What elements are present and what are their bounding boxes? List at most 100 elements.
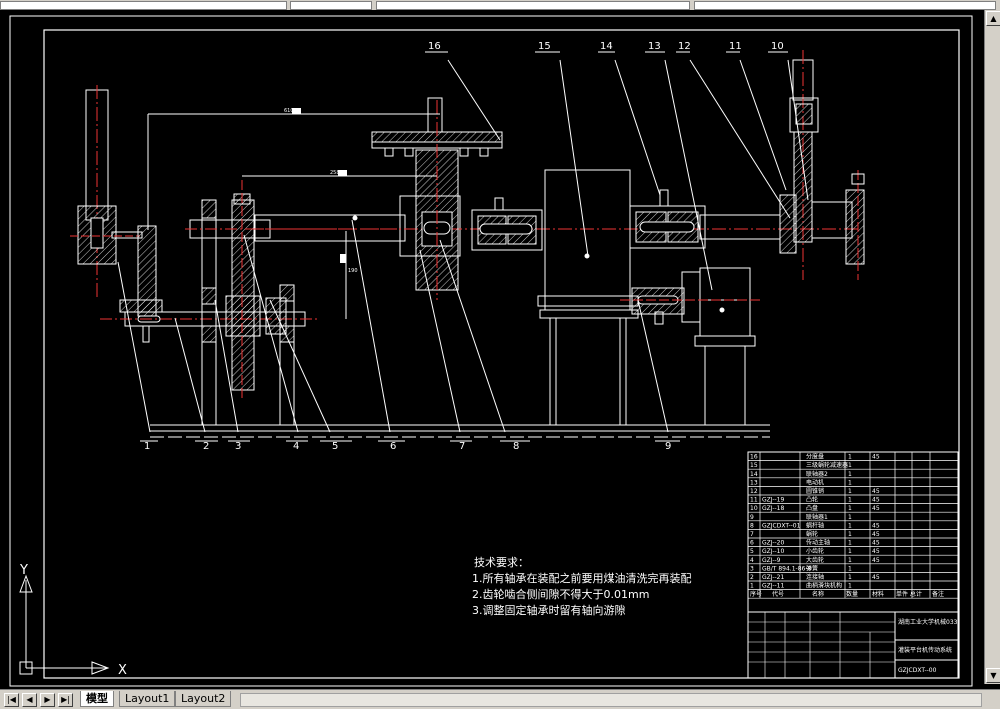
tab-model[interactable]: 模型 [80, 691, 114, 707]
callout-9: 9 [665, 441, 671, 452]
dimension-text: 258 [330, 170, 340, 176]
coupling-2 [629, 189, 781, 249]
dimension-190: 190 [340, 231, 358, 319]
bom-row-code: GZJCDXT--01 [762, 522, 801, 529]
cam-10-11 [779, 50, 865, 280]
bom-row-number: 7 [750, 531, 754, 538]
bom-row-code: GZJ--20 [762, 540, 784, 547]
bom-row-name: 小齿轮 [806, 547, 824, 555]
bom-row-qty: 1 [848, 583, 852, 590]
next-tab-icon[interactable]: ▶ [40, 693, 55, 707]
bom-row-qty: 1 [848, 574, 852, 581]
prev-tab-icon[interactable]: ◀ [22, 693, 37, 707]
bom-row-number: 3 [750, 565, 754, 572]
bom-row-material: 45 [872, 531, 880, 538]
bom-row-material: 45 [872, 505, 880, 512]
worm-wheel [371, 97, 503, 300]
bom-row-qty: 1 [848, 557, 852, 564]
bom-row-number: 2 [750, 574, 754, 581]
bom-header-code: 代号 [772, 590, 784, 598]
drawing-title: 灌装平台机传动系统 [898, 646, 952, 654]
callout-3: 3 [235, 441, 241, 452]
vertical-scrollbar[interactable]: ▲ ▼ [984, 10, 1000, 684]
callout-4: 4 [293, 441, 299, 452]
bom-row-name: 电动机 [806, 478, 824, 486]
callout-16: 16 [428, 41, 441, 52]
bom-header-qty: 数量 [846, 590, 858, 598]
crank-slider-part [70, 85, 163, 317]
bom-row-name: 弹簧 [806, 564, 818, 572]
bom-row-number: 8 [750, 522, 754, 529]
ucs-y-label: Y [19, 563, 28, 578]
toolbar-field[interactable] [694, 1, 996, 10]
callout-14: 14 [600, 41, 613, 52]
tab-layout1[interactable]: Layout1 [119, 691, 176, 707]
bom-row-number: 6 [750, 540, 754, 547]
bom-row-code: GZJ--9 [762, 557, 781, 564]
bom-row-material: 45 [872, 548, 880, 555]
requirement-item: 2.齿轮啮合侧间隙不得大于0.01mm [472, 587, 649, 601]
bom-row-code: GZJ--18 [762, 505, 784, 512]
requirement-item: 1.所有轴承在装配之前要用煤油清洗完再装配 [472, 571, 692, 585]
callout-7: 7 [459, 441, 465, 452]
bom-row-code: GB/T 894.1-86-8 [762, 565, 812, 572]
bom-row-qty: 1 [848, 488, 852, 495]
dimension-610: 610 [147, 108, 440, 230]
bom-header-name: 名称 [812, 590, 824, 598]
technical-requirements: 技术要求： 1.所有轴承在装配之前要用煤油清洗完再装配 2.齿轮啮合侧间隙不得大… [472, 556, 692, 617]
bom-row-number: 10 [750, 505, 758, 512]
bom-row-qty: 1 [848, 514, 852, 521]
bom-row-name: 凸轮 [806, 496, 818, 504]
motor-13 [620, 267, 760, 425]
scroll-down-icon[interactable]: ▼ [986, 668, 1000, 683]
dimension-text: 610 [284, 108, 294, 114]
callout-5: 5 [332, 441, 338, 452]
reducer-15 [537, 169, 639, 425]
callout-15: 15 [538, 41, 551, 52]
callout-10: 10 [771, 41, 784, 52]
bom-row-name: 分度盘 [806, 453, 824, 461]
bom-row-number: 12 [750, 488, 758, 495]
drawing-canvas[interactable]: 610 258 190 [0, 10, 984, 690]
bom-row-material: 45 [872, 454, 880, 461]
toolbar-field[interactable] [0, 1, 287, 10]
callout-1: 1 [144, 441, 150, 452]
scroll-up-icon[interactable]: ▲ [986, 11, 1000, 26]
toolbar-field[interactable] [290, 1, 372, 10]
ucs-icon: Y X [19, 563, 127, 678]
drawing-number: GZJCDXT--00 [898, 667, 937, 674]
toolbar-field[interactable] [376, 1, 690, 10]
toolbar-strip [0, 0, 1000, 10]
callout-12: 12 [678, 41, 691, 52]
requirement-item: 3.调整固定轴承时留有轴向游隙 [472, 603, 626, 617]
bom-row-material: 45 [872, 540, 880, 547]
bom-row-name: 曲柄滑块机构 [806, 582, 842, 590]
bom-row-qty: 1 [848, 505, 852, 512]
callout-numbers: 1 2 3 4 5 6 7 8 9 10 11 12 13 14 15 16 [144, 41, 784, 452]
dimension-text: 190 [348, 268, 358, 274]
bom-row-qty: 1 [848, 471, 852, 478]
bom-row-name: 蜗轮 [806, 530, 818, 538]
requirements-title: 技术要求： [474, 556, 529, 569]
bom-row-name: 三级蜗轮减速器 [806, 461, 848, 469]
first-tab-icon[interactable]: |◀ [4, 693, 19, 707]
last-tab-icon[interactable]: ▶| [58, 693, 73, 707]
bom-row-qty: 1 [848, 479, 852, 486]
bom-row-code: GZJ--11 [762, 583, 784, 590]
ucs-x-label: X [118, 663, 127, 678]
school-name: 湖南工业大学机械033 [898, 618, 958, 626]
bom-row-name: 圆锥销 [806, 487, 824, 495]
horizontal-scrollbar[interactable] [240, 693, 982, 707]
bom-row-number: 4 [750, 557, 754, 564]
callout-11: 11 [729, 41, 742, 52]
bom-row-number: 1 [750, 583, 754, 590]
tab-layout2[interactable]: Layout2 [175, 691, 232, 707]
bom-row-name: 蜗杆轴 [806, 521, 824, 529]
coupling-1 [471, 197, 543, 251]
bom-header-weight: 单件 总计 [896, 590, 922, 598]
bom-row-number: 16 [750, 454, 758, 461]
bom-row-material: 45 [872, 557, 880, 564]
bom-row-qty: 1 [848, 540, 852, 547]
bom-row-code: GZJ--19 [762, 497, 784, 504]
